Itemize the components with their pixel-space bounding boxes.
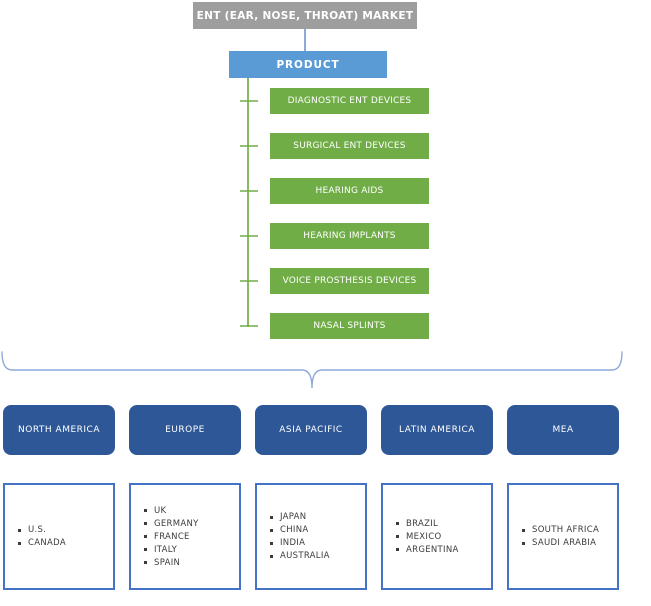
segment-label: HEARING IMPLANTS [303,231,396,241]
market-title-box: ENT (EAR, NOSE, THROAT) MARKET [193,2,417,29]
bullet-marker-icon [18,541,21,545]
country-list-panel: SOUTH AFRICA SAUDI ARABIA [507,483,619,590]
country-list-item: ITALY [144,545,239,555]
segment-label: SURGICAL ENT DEVICES [293,141,406,151]
title-product-connector [304,29,306,51]
region-box: EUROPE [129,405,241,455]
country-list-item: BRAZIL [396,519,491,529]
bullet-marker-icon [144,548,147,551]
country-list-item: AUSTRALIA [270,551,365,561]
segment-connector-tick [240,145,258,147]
country-list-item: MEXICO [396,532,491,542]
segment-box: DIAGNOSTIC ENT DEVICES [270,88,429,114]
country-label: U.S. [28,525,47,535]
country-label: AUSTRALIA [280,551,330,561]
segment-connector-trunk [247,78,249,327]
country-list-item: ARGENTINA [396,545,491,555]
segment-label: DIAGNOSTIC ENT DEVICES [287,96,412,106]
segment-label: NASAL SPLINTS [313,321,386,331]
segment-box: VOICE PROSTHESIS DEVICES [270,268,429,294]
bullet-marker-icon [270,515,273,519]
region-box: ASIA PACIFIC [255,405,367,455]
country-label: SAUDI ARABIA [532,538,597,548]
country-label: UK [154,505,167,516]
market-title: ENT (EAR, NOSE, THROAT) MARKET [196,9,414,22]
country-list-item: SOUTH AFRICA [522,525,617,535]
segment-box: NASAL SPLINTS [270,313,429,339]
country-list-item: FRANCE [144,532,239,542]
country-list-panel: BRAZIL MEXICO ARGENTINA [381,483,493,590]
country-label: SPAIN [154,557,181,568]
country-label: GERMANY [154,518,199,529]
country-list-item: INDIA [270,538,365,548]
country-list-item: GERMANY [144,519,239,529]
region-box: NORTH AMERICA [3,405,115,455]
product-label: PRODUCT [276,58,340,71]
bullet-marker-icon [270,541,273,545]
region-box: LATIN AMERICA [381,405,493,455]
country-label: INDIA [280,538,306,548]
segment-box: HEARING AIDS [270,178,429,204]
country-list-panel: JAPAN CHINA INDIA AUSTRALIA [255,483,367,590]
bullet-marker-icon [144,561,147,564]
segment-box: HEARING IMPLANTS [270,223,429,249]
country-label: ITALY [154,544,178,555]
segment-label: VOICE PROSTHESIS DEVICES [282,276,417,286]
segment-connector-tick [240,190,258,192]
bullet-marker-icon [522,541,525,545]
country-label: JAPAN [280,512,307,522]
bullet-marker-icon [270,554,273,558]
country-label: CANADA [28,538,66,548]
country-list-item: SPAIN [144,558,239,568]
country-list-item: SAUDI ARABIA [522,538,617,548]
bullet-marker-icon [396,522,399,525]
region-label: ASIA PACIFIC [279,425,343,435]
bullet-marker-icon [18,528,21,532]
segment-label: HEARING AIDS [315,186,384,196]
segment-box: SURGICAL ENT DEVICES [270,133,429,159]
region-box: MEA [507,405,619,455]
bullet-marker-icon [396,548,399,551]
country-list-item: UK [144,506,239,516]
bullet-marker-icon [270,528,273,532]
country-list-item: U.S. [18,525,113,535]
product-node: PRODUCT [229,51,387,78]
country-label: BRAZIL [406,518,439,529]
country-list-panel: UK GERMANY FRANCE ITALY SPAIN [129,483,241,590]
country-label: SOUTH AFRICA [532,525,600,535]
country-label: ARGENTINA [406,544,459,555]
region-label: MEA [552,425,574,435]
bullet-marker-icon [396,535,399,538]
country-list-item: CHINA [270,525,365,535]
bullet-marker-icon [144,535,147,538]
bullet-marker-icon [522,528,525,532]
segment-connector-tick [240,235,258,237]
bullet-marker-icon [144,522,147,525]
country-list-item: JAPAN [270,512,365,522]
segment-connector-tick [240,325,258,327]
region-label: LATIN AMERICA [399,425,475,435]
region-label: EUROPE [165,425,205,435]
country-label: CHINA [280,525,309,535]
segment-connector-tick [240,100,258,102]
country-label: MEXICO [406,531,442,542]
brace-shape [1,351,623,389]
country-label: FRANCE [154,531,190,542]
country-list-item: CANADA [18,538,113,548]
segment-connector-tick [240,280,258,282]
bullet-marker-icon [144,509,147,512]
region-label: NORTH AMERICA [18,425,100,435]
country-list-panel: U.S. CANADA [3,483,115,590]
